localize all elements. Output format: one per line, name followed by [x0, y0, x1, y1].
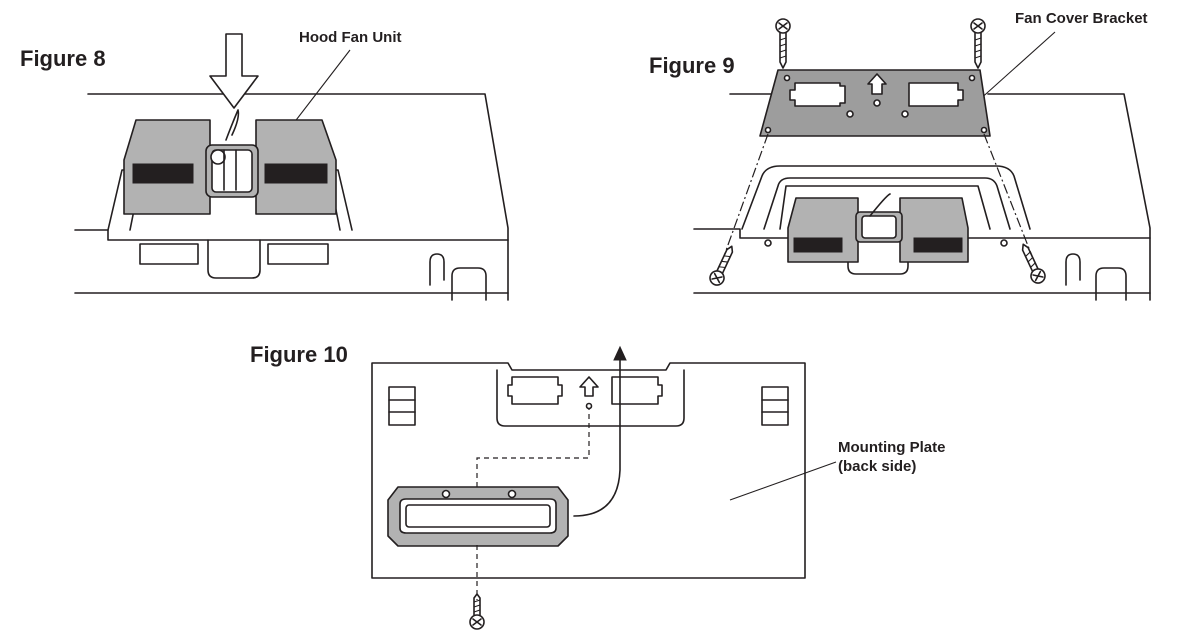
hood-fan-unit-fig9: [787, 193, 969, 263]
mounting-plate-label: Mounting Plate: [838, 439, 946, 456]
screw-icon: [709, 245, 734, 286]
alignment-line-left: [723, 133, 769, 257]
hood-fan-unit: [123, 109, 337, 215]
mounting-plate-leader: [729, 461, 837, 501]
screw-icon: [1021, 243, 1046, 284]
curved-arrow-icon: [573, 345, 627, 517]
screw-icon: [469, 593, 485, 630]
guide-line: [476, 409, 590, 487]
figure-10: Figure 10 Mounting Plate (back side): [250, 342, 946, 630]
bracket-part: [387, 486, 569, 547]
down-arrow-icon: [209, 33, 259, 109]
figure-8-title: Figure 8: [20, 46, 106, 71]
fan-cover-bracket-label: Fan Cover Bracket: [1015, 10, 1148, 27]
figure-9-title: Figure 9: [649, 53, 735, 78]
screw-icon: [970, 18, 986, 69]
fan-cover-bracket: [759, 69, 991, 137]
hood-fan-unit-leader: [289, 49, 351, 129]
figure-9: Figure 9 Fan Cover Bracket: [649, 10, 1151, 301]
screw-icon: [775, 18, 791, 69]
hood-fan-unit-label: Hood Fan Unit: [299, 29, 401, 46]
figure-10-title: Figure 10: [250, 342, 348, 367]
mounting-plate-sublabel: (back side): [838, 458, 916, 475]
hood-body-fig9: [693, 93, 1151, 301]
figure-8: Figure 8 Hood Fan Unit: [20, 29, 509, 301]
alignment-line-right: [983, 133, 1033, 257]
